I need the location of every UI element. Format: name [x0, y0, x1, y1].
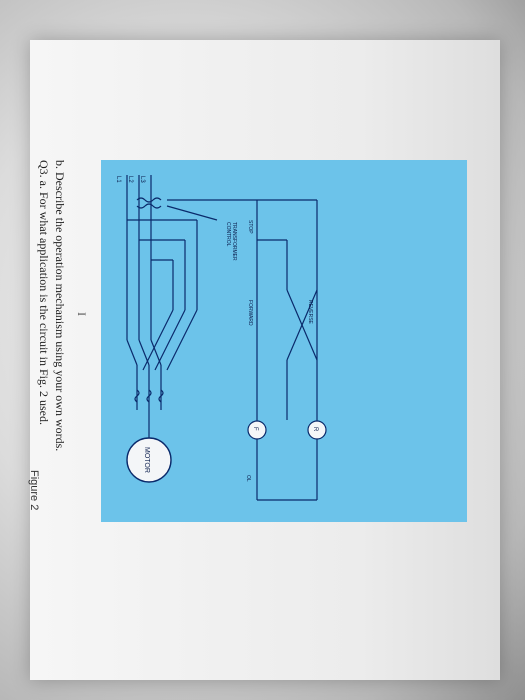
motor-symbol [126, 437, 172, 483]
stop-label: STOP [247, 220, 253, 234]
control-transformer [136, 197, 317, 221]
reverse-label: REVERSE [307, 300, 313, 325]
transformer-label-1: CONTROL [225, 222, 231, 247]
control-wiring [256, 200, 318, 501]
transformer-label-2: TRANSFORMER [231, 222, 237, 261]
reverse-coil [307, 420, 327, 440]
forward-coil-label: F [252, 427, 258, 431]
overload-heaters [134, 389, 164, 403]
forward-label: FORWARD [247, 300, 253, 326]
text-cursor-icon: I [75, 312, 89, 316]
circuit-diagram: MOTOR CONTROL TRANSFORMER F R L1 L2 [101, 160, 467, 522]
line-label-l1: L1 [115, 176, 121, 183]
motor-label: MOTOR [143, 447, 150, 473]
figure-caption: Figure 2 [28, 470, 40, 511]
overload-label: OL [245, 475, 251, 482]
question-part-a: Q3. a. For what application is the circu… [37, 160, 51, 425]
diagram-background [101, 160, 467, 522]
line-label-l3: L3 [139, 176, 145, 183]
reverse-coil-label: R [312, 427, 318, 432]
power-wiring [126, 175, 198, 450]
question-part-b: b. Describe the operation mechanism usin… [53, 160, 67, 452]
line-label-l2: L2 [127, 176, 133, 183]
forward-coil [247, 420, 267, 440]
